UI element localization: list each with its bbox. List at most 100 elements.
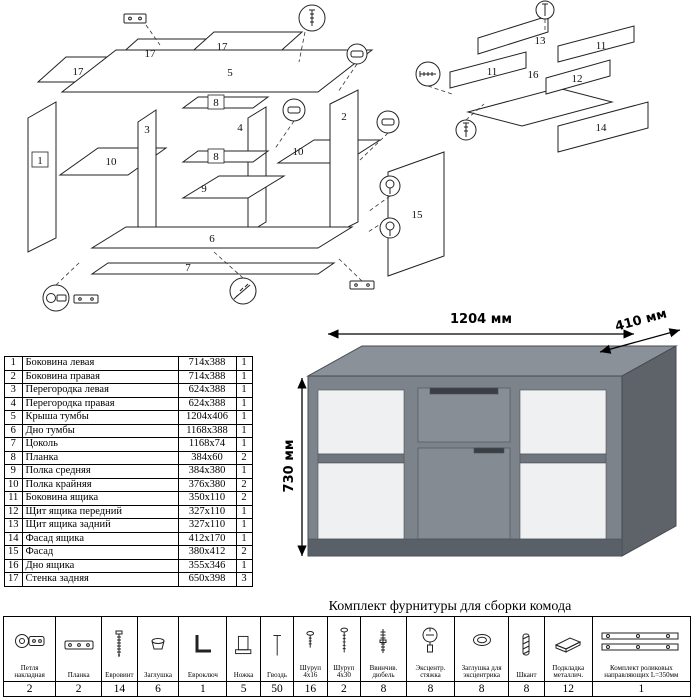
hardware-table: Петля накладная Планка Евровинт Заглушка… bbox=[2, 616, 692, 697]
hw-item-label: Шуруп 4x16 bbox=[299, 663, 322, 680]
part-size: 650x398 bbox=[177, 572, 237, 587]
leg-icon bbox=[235, 635, 252, 654]
dresser-3d-view: 1204 мм 410 мм 730 мм bbox=[282, 307, 681, 557]
part-label: 7 bbox=[185, 262, 191, 274]
hw-item-qty: 2 bbox=[55, 681, 103, 697]
part-label: 11 bbox=[596, 40, 607, 52]
part-name: Дно ящика bbox=[21, 558, 179, 573]
nail-icon bbox=[273, 634, 281, 656]
threaded-dowel-icon bbox=[379, 628, 387, 653]
hardware-kit-title: Комплект фурнитуры для сборки комода bbox=[328, 599, 572, 614]
dresser-render: 1204 мм 410 мм 730 мм bbox=[278, 307, 692, 600]
part-label: 14 bbox=[596, 122, 608, 134]
metal-washer-icon bbox=[555, 637, 582, 653]
part-label: 10 bbox=[293, 146, 305, 158]
hw-item-label: Комплект роликовых направляющих L=350мм bbox=[604, 663, 679, 680]
screw-short-icon bbox=[306, 630, 315, 648]
part-name: Боковина правая bbox=[21, 369, 179, 384]
hw-item-qty: 6 bbox=[136, 681, 180, 697]
part-label: 12 bbox=[572, 73, 583, 85]
part-qty: 1 bbox=[235, 396, 253, 411]
part-name: Перегородка левая bbox=[21, 383, 179, 398]
depth-dimension-label: 410 мм bbox=[614, 310, 669, 335]
part-label: 10 bbox=[106, 156, 118, 168]
plinth bbox=[307, 538, 623, 557]
hw-item-qty: 1 bbox=[591, 681, 692, 697]
hw-item-qty: 8 bbox=[453, 681, 510, 697]
screw-long-icon bbox=[340, 627, 348, 653]
part-qty: 1 bbox=[235, 383, 253, 398]
part-size: 376x380 bbox=[177, 477, 237, 492]
plate-icon bbox=[64, 640, 94, 650]
part-qty: 1 bbox=[235, 518, 253, 533]
hw-item-label: Гвоздь bbox=[267, 671, 287, 680]
part-qty: 2 bbox=[235, 450, 253, 465]
hw-item-qty: 8 bbox=[360, 681, 407, 697]
part-qty: 2 bbox=[235, 545, 253, 560]
hw-item-screw-short: Шуруп 4x16 bbox=[293, 616, 328, 682]
part-number: 2 bbox=[4, 369, 23, 384]
part-number: 8 bbox=[4, 450, 23, 465]
drawer-front bbox=[417, 387, 511, 443]
part-name: Перегородка правая bbox=[21, 396, 179, 411]
part-qty: 1 bbox=[235, 410, 253, 425]
part-size: 624x388 bbox=[177, 383, 237, 398]
part-label: 17 bbox=[145, 48, 157, 60]
wood-dowel-icon bbox=[522, 633, 530, 656]
part-name: Щит ящика задний bbox=[21, 518, 179, 533]
part-name: Дно тумбы bbox=[21, 423, 179, 438]
hw-item-cam-cap: Заглушка для эксцентрика bbox=[453, 616, 510, 682]
part-name: Стенка задняя bbox=[21, 572, 179, 587]
part-size: 714x388 bbox=[177, 356, 237, 371]
part-label: 8 bbox=[213, 97, 219, 109]
hw-item-label: Евровинт bbox=[105, 671, 134, 680]
part-number: 5 bbox=[4, 410, 23, 425]
dowel-callout bbox=[282, 98, 306, 122]
hw-item-plate: Планка bbox=[55, 616, 103, 682]
euroscrew-icon bbox=[115, 630, 123, 657]
part-number: 4 bbox=[4, 396, 23, 411]
part-name: Боковина ящика bbox=[21, 491, 179, 506]
part-name: Цоколь bbox=[21, 437, 179, 452]
cam-callout bbox=[379, 175, 401, 197]
part-label: 1 bbox=[37, 155, 43, 167]
dresser-front-details bbox=[307, 387, 623, 557]
hw-item-label: Подкладка металлич. bbox=[552, 663, 585, 680]
part-number: 12 bbox=[4, 504, 23, 519]
hw-item-hexkey: Евроключ bbox=[178, 616, 228, 682]
width-dimension-label: 1204 мм bbox=[450, 312, 512, 327]
part-size: 327x110 bbox=[177, 504, 237, 519]
part-qty: 2 bbox=[235, 491, 253, 506]
hw-item-qty: 8 bbox=[405, 681, 455, 697]
hw-item-label: Евроключ bbox=[187, 671, 218, 680]
hw-item-screw-long: Шуруп 4x30 bbox=[326, 616, 362, 682]
part-size: 350x110 bbox=[177, 491, 237, 506]
part-name: Полка средняя bbox=[21, 464, 179, 479]
hw-item-label: Заглушка для эксцентрика bbox=[461, 663, 502, 680]
part-label: 17 bbox=[73, 66, 85, 78]
part-size: 1168x74 bbox=[177, 437, 237, 452]
drawer-handle-groove bbox=[429, 387, 499, 395]
shelf-edge bbox=[317, 453, 405, 464]
part-number: 17 bbox=[4, 572, 23, 587]
part-number: 14 bbox=[4, 531, 23, 546]
hw-item-label: Шкант bbox=[516, 671, 537, 680]
part-size: 384x380 bbox=[177, 464, 237, 479]
part-qty: 1 bbox=[235, 504, 253, 519]
part-number: 13 bbox=[4, 518, 23, 533]
hw-item-threaded-dowel: Ввинчив. дюбель bbox=[360, 616, 407, 682]
hw-item-qty: 14 bbox=[101, 681, 138, 697]
